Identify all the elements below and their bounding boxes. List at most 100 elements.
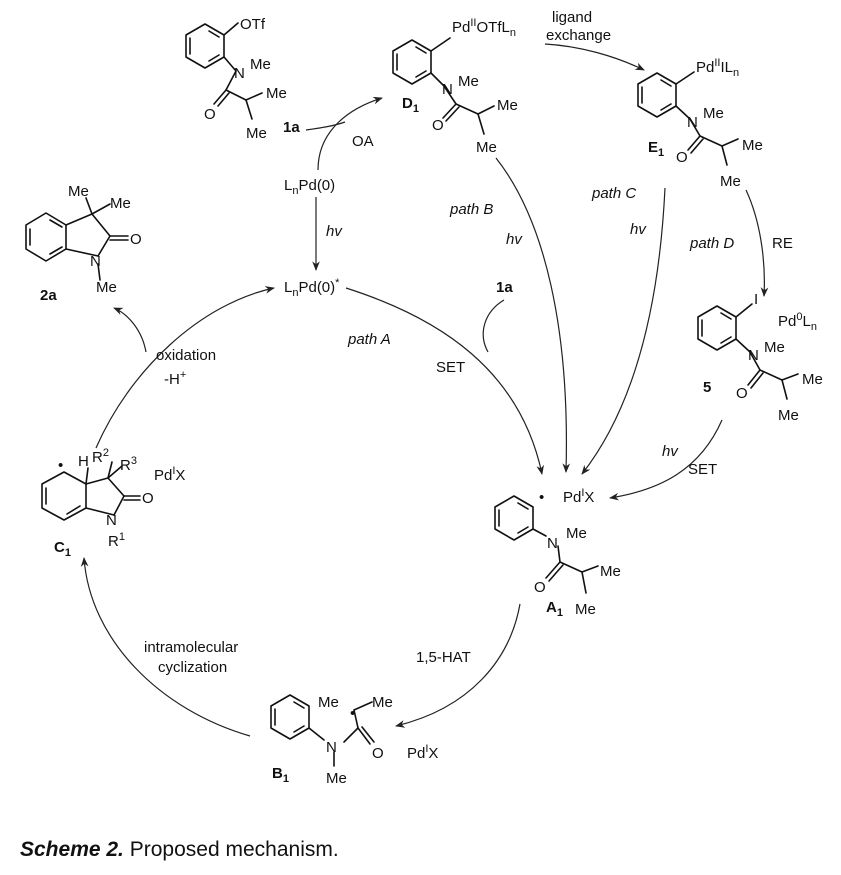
- compound-1a: OTf N Me O Me Me 1a: [185, 16, 300, 142]
- path-d-label: path D: [689, 235, 734, 252]
- hat-label: 1,5-HAT: [416, 649, 471, 666]
- methyl-label-a: Me: [318, 694, 339, 711]
- methyl-label-b: Me: [575, 601, 596, 618]
- oxidation-label: oxidation: [156, 347, 216, 364]
- ring-system: [41, 461, 141, 521]
- set-label-5: SET: [688, 461, 717, 478]
- n-label: N: [234, 65, 245, 82]
- ring-system: [25, 197, 129, 281]
- compound-label-1a: 1a: [283, 119, 300, 136]
- radical-dot: •: [58, 457, 63, 474]
- figure-caption: Scheme 2. Proposed mechanism.: [20, 838, 339, 862]
- n-label: N: [90, 253, 101, 270]
- hv-label-5: hv: [662, 443, 679, 460]
- compound-label-a1: A1: [546, 599, 563, 619]
- methyl-label-a: Me: [68, 183, 89, 200]
- h-label: H: [78, 453, 89, 470]
- reagent-1a-label: 1a: [496, 279, 513, 296]
- methyl-label-a: Me: [600, 563, 621, 580]
- benzene-ring: [392, 37, 495, 135]
- radical-dot: •: [539, 489, 544, 506]
- arrow-1a-set: [482, 299, 505, 353]
- compound-a1: • PdIX N Me O Me Me A1: [494, 487, 621, 619]
- path-c-label: path C: [591, 185, 636, 202]
- methyl-label-a: Me: [802, 371, 823, 388]
- oa-label: OA: [352, 133, 374, 150]
- n-methyl-label: Me: [458, 73, 479, 90]
- cyclization-label-2: cyclization: [158, 659, 227, 676]
- path-b-label: path B: [449, 201, 493, 218]
- pd-ligand-label: PdIIILn: [696, 57, 739, 79]
- arrow-cyclization: [80, 557, 251, 737]
- carbonyl-o-label: O: [204, 106, 216, 123]
- arrow-1a-input: [305, 121, 346, 131]
- hv-label-b: hv: [506, 231, 523, 248]
- n-methyl-label: Me: [250, 56, 271, 73]
- arrow-path-c: [581, 187, 666, 475]
- arrow-path-b: [495, 157, 571, 473]
- n-methyl-label: Me: [566, 525, 587, 542]
- set-label-a: SET: [436, 359, 465, 376]
- mechanism-scheme: OTf N Me O Me Me 1a PdIIOTfLn N Me O Me: [25, 9, 823, 787]
- arrow-hat: [395, 603, 521, 728]
- pd-ligand-label: PdIIOTfLn: [452, 17, 516, 39]
- n-label: N: [547, 535, 558, 552]
- arrow-5-to-a1: [609, 419, 723, 501]
- pd-ligand-label: Pd0Ln: [778, 311, 817, 333]
- arrow-to-2a: [113, 307, 147, 353]
- methyl-label-a: Me: [742, 137, 763, 154]
- n-label: N: [106, 512, 117, 529]
- r2-label: R2: [92, 447, 109, 466]
- pd0-excited-label: LnPd(0)*: [284, 277, 340, 299]
- re-label: RE: [772, 235, 793, 252]
- n-label: N: [687, 114, 698, 131]
- n-label: N: [326, 739, 337, 756]
- carbonyl-o-label: O: [142, 490, 154, 507]
- caption-text: Proposed mechanism.: [129, 838, 339, 861]
- carbonyl-o-label: O: [432, 117, 444, 134]
- benzene-ring: [637, 71, 739, 166]
- n-methyl-label: Me: [96, 279, 117, 296]
- minus-h-label: -H+: [164, 369, 186, 388]
- hv-label-c: hv: [630, 221, 647, 238]
- methyl-label-b: Me: [110, 195, 131, 212]
- compound-label-d1: D1: [402, 95, 419, 115]
- n-label: N: [442, 81, 453, 98]
- methyl-label-b: Me: [476, 139, 497, 156]
- carbonyl-o-label: O: [372, 745, 384, 762]
- benzene-ring: [270, 694, 375, 767]
- compound-d1: PdIIOTfLn N Me O Me Me D1: [392, 17, 518, 156]
- compound-c1: • H R2 R3 PdIX O N R1 C1: [41, 447, 185, 559]
- benzene-ring: [697, 303, 799, 400]
- iodo-label: I: [754, 291, 758, 308]
- hv-label-main: hv: [326, 223, 343, 240]
- otf-label: OTf: [240, 16, 266, 33]
- arrows: [80, 43, 769, 737]
- benzene-ring: [494, 495, 599, 594]
- n-methyl-label: Me: [326, 770, 347, 787]
- carbonyl-o-label: O: [676, 149, 688, 166]
- r1-label: R1: [108, 531, 125, 550]
- caption-label: Scheme 2.: [20, 838, 124, 861]
- methyl-label-a: Me: [497, 97, 518, 114]
- methyl-label-b: Me: [372, 694, 393, 711]
- n-label: N: [748, 347, 759, 364]
- pd-x-label: PdIX: [154, 465, 185, 484]
- arrow-ligand-exchange: [544, 43, 645, 71]
- compound-5: I Pd0Ln N Me O Me Me 5: [697, 291, 823, 424]
- carbonyl-o-label: O: [534, 579, 546, 596]
- arrow-path-a: [345, 287, 544, 475]
- compound-label-b1: B1: [272, 765, 289, 785]
- pd0-catalyst-label: LnPd(0): [284, 177, 335, 197]
- carbonyl-o-label: O: [736, 385, 748, 402]
- n-methyl-label: Me: [703, 105, 724, 122]
- compound-b1: N Me O Me Me • PdIX B1: [270, 694, 438, 787]
- compound-label-e1: E1: [648, 139, 664, 159]
- compound-label-2a: 2a: [40, 287, 57, 304]
- benzene-ring: [185, 22, 263, 120]
- ligand-exchange-label-1: ligand: [552, 9, 592, 26]
- ligand-exchange-label-2: exchange: [546, 27, 611, 44]
- carbonyl-o-label: O: [130, 231, 142, 248]
- cyclization-label-1: intramolecular: [144, 639, 238, 656]
- arrow-oxidative-addition: [317, 96, 383, 171]
